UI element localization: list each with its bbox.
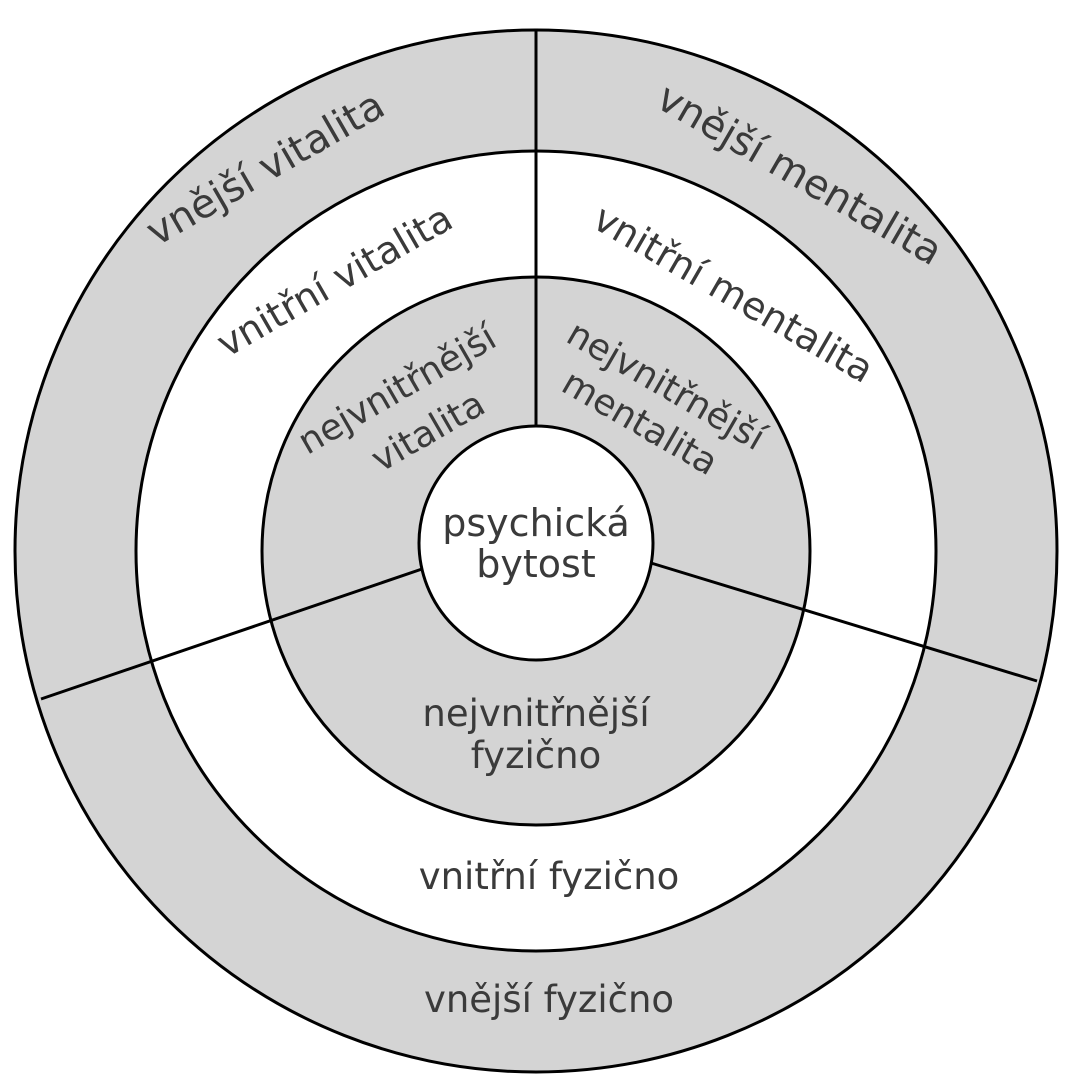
- center-circle: [417, 424, 655, 662]
- physical-innermost-label-line2: fyzično: [471, 734, 601, 777]
- physical-outer-label: vnější fyzično: [424, 978, 674, 1021]
- physical-inner-label: vnitřní fyzično: [419, 855, 680, 898]
- divider-mentality-physical: [650, 561, 1038, 683]
- divider-vitality-physical: [40, 567, 423, 701]
- center-label-line2: bytost: [476, 542, 595, 586]
- center-label-line1: psychická: [442, 501, 629, 545]
- physical-innermost-label-line1: nejvnitřnější: [422, 692, 651, 735]
